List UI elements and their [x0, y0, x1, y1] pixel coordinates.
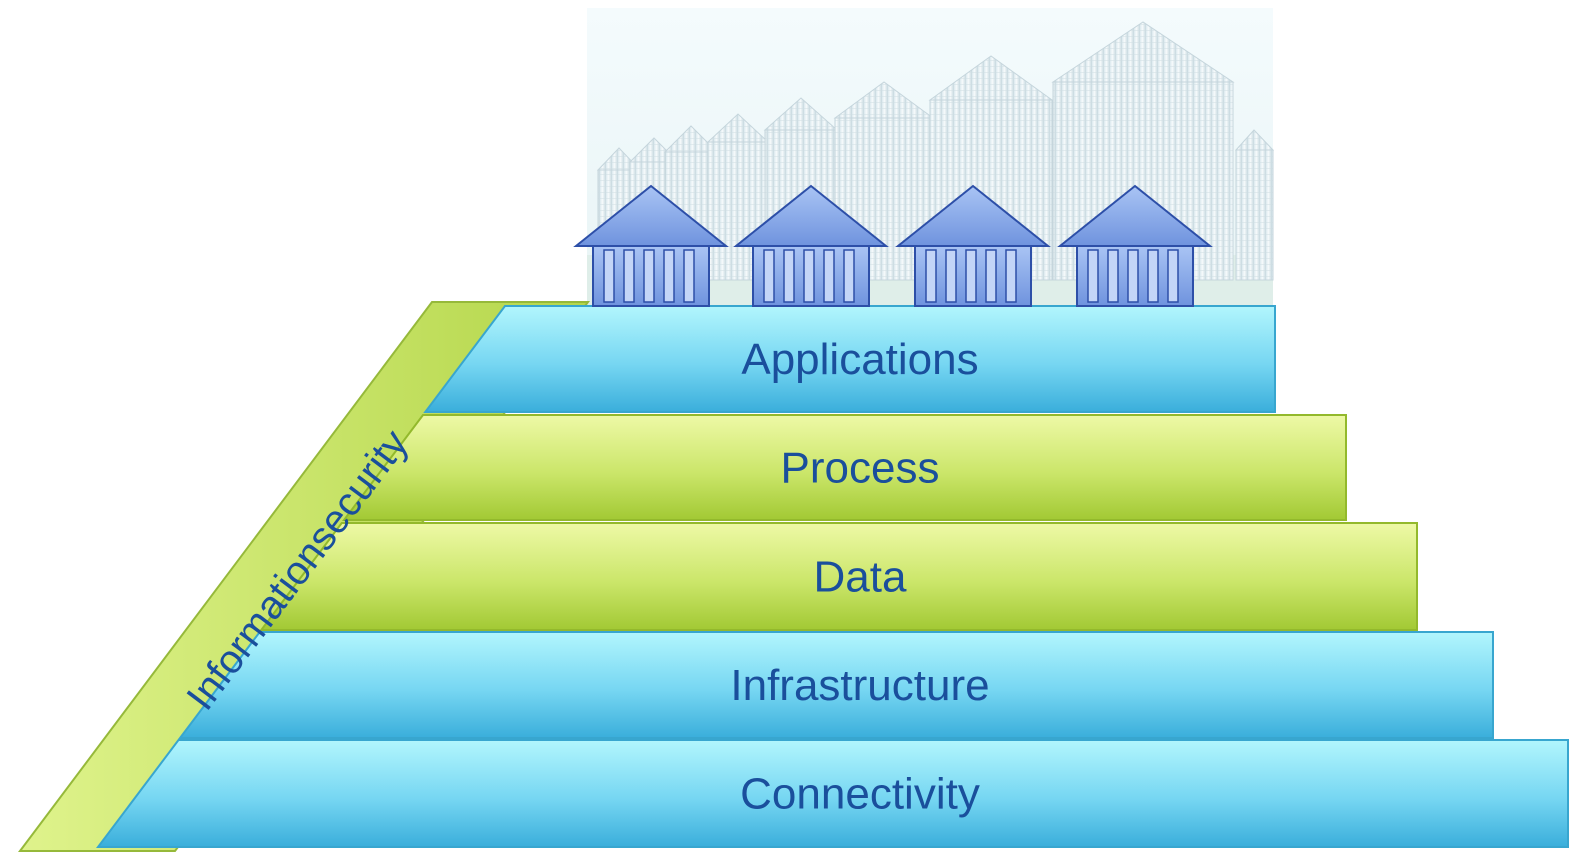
- layer-connectivity: Connectivity: [96, 739, 1569, 848]
- layer-process: Process: [341, 414, 1347, 521]
- silo-house-icon: [1057, 184, 1213, 307]
- layer-label: Infrastructure: [730, 661, 989, 710]
- layer-bar: [259, 522, 1418, 631]
- layer-bar: [178, 631, 1494, 739]
- layer-bar: [96, 739, 1569, 848]
- layer-label: Process: [781, 444, 940, 493]
- silo-house-icon: [733, 184, 889, 307]
- layer-bar: [341, 414, 1347, 521]
- silo-house-icon: [573, 184, 729, 307]
- layer-infrastructure: Infrastructure: [178, 631, 1494, 739]
- layer-label: Data: [814, 553, 907, 602]
- layer-data: Data: [259, 522, 1418, 631]
- silo-house-icon: [895, 184, 1051, 307]
- layer-stack: Connectivity Infrastructure Data Process App…: [96, 305, 1569, 848]
- layer-label: Applications: [741, 335, 978, 384]
- layer-label: Connectivity: [740, 770, 980, 819]
- house-icons: [573, 184, 1213, 307]
- layer-applications: Applications: [423, 305, 1276, 413]
